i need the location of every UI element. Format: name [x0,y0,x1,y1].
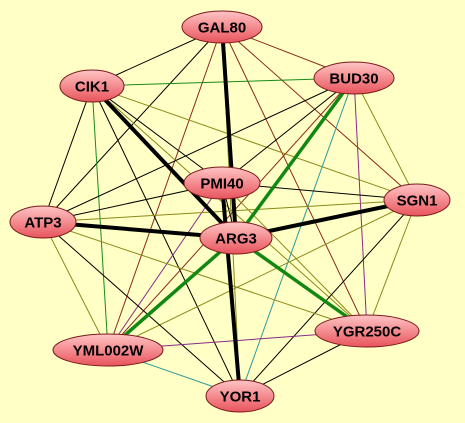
node-label: ARG3 [215,231,257,248]
edge-bud30-yml002w [107,77,355,351]
edge-cik1-bud30 [91,77,355,87]
edge-pmi40-ygr250c [221,182,368,332]
node-label: CIK1 [75,79,109,96]
edge-atp3-ygr250c [42,221,368,332]
node-shape [383,183,451,217]
edge-arg3-yml002w [106,236,238,352]
node-label: ATP3 [24,215,61,232]
node-shape [183,166,261,200]
node-shape [52,333,164,367]
node-gal80[interactable]: GAL80 [181,10,263,44]
node-shape [205,379,275,413]
edge-sgn1-atp3 [42,199,418,223]
node-shape [313,61,395,95]
edge-pmi40-yml002w [107,182,223,351]
edge-bud30-pmi40 [221,77,355,184]
edge-bud30-arg3 [234,76,356,240]
edge-cik1-ygr250c [91,85,368,332]
edge-arg3-ygr250c [234,236,369,333]
edge-gal80-sgn1 [221,26,418,201]
edge-cik1-pmi40 [91,85,223,184]
node-cik1[interactable]: CIK1 [59,69,125,103]
edge-bud30-sgn1 [353,77,418,201]
node-label: PMI40 [200,176,243,193]
edge-cik1-yor1 [91,85,241,397]
edge-pmi40-yor1 [220,181,242,398]
node-shape [199,221,273,255]
edge-cik1-arg3 [90,84,238,240]
edge-bud30-ygr250c [353,77,368,332]
node-sgn1[interactable]: SGN1 [383,183,451,217]
edge-sgn1-ygr250c [366,199,418,332]
node-pmi40[interactable]: PMI40 [183,166,261,200]
node-arg3[interactable]: ARG3 [199,221,273,255]
edge-gal80-ygr250c [221,26,368,332]
edge-bud30-atp3 [42,77,355,223]
node-bud30[interactable]: BUD30 [313,61,395,95]
node-shape [59,69,125,103]
node-yml002w[interactable]: YML002W [52,333,164,367]
node-ygr250c[interactable]: YGR250C [314,314,420,348]
edge-cik1-sgn1 [91,85,418,201]
node-shape [181,10,263,44]
node-label: SGN1 [397,193,438,210]
edge-atp3-yml002w [42,221,109,351]
node-label: YGR250C [333,324,402,341]
node-shape [9,205,77,239]
edge-cik1-yml002w [91,85,109,351]
node-label: YOR1 [220,389,261,406]
node-label: GAL80 [198,20,246,37]
edge-gal80-atp3 [42,26,223,223]
edge-sgn1-yor1 [239,199,418,397]
edge-gal80-arg3 [220,25,238,240]
node-label: BUD30 [329,71,378,88]
node-yor1[interactable]: YOR1 [205,379,275,413]
node-label: YML002W [73,343,145,360]
edge-bud30-yor1 [239,77,355,397]
node-atp3[interactable]: ATP3 [9,205,77,239]
edge-cik1-atp3 [42,85,93,223]
node-shape [314,314,420,348]
edge-atp3-yor1 [42,221,241,397]
